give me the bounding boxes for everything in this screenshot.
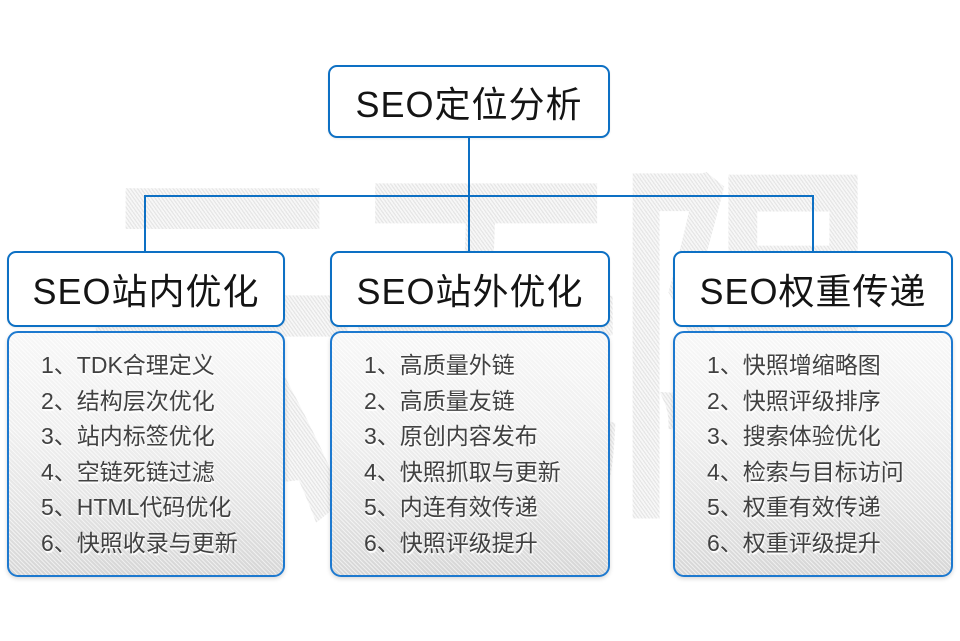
list-item: 4、快照抓取与更新 bbox=[364, 458, 561, 485]
list-item: 2、快照评级排序 bbox=[707, 387, 881, 414]
list-panel-onsite: 1、TDK合理定义 2、结构层次优化 3、站内标签优化 4、空链死链过滤 5、H… bbox=[7, 331, 285, 577]
list-item: 3、原创内容发布 bbox=[364, 423, 538, 450]
connector-middle-drop bbox=[468, 195, 470, 252]
connector-root-vertical bbox=[468, 138, 470, 196]
header-node-onsite: SEO站内优化 bbox=[7, 251, 285, 327]
root-node-seo-positioning: SEO定位分析 bbox=[328, 65, 610, 138]
list-item: 6、权重评级提升 bbox=[707, 529, 881, 556]
connector-right-drop bbox=[812, 195, 814, 252]
list-panel-offsite: 1、高质量外链 2、高质量友链 3、原创内容发布 4、快照抓取与更新 5、内连有… bbox=[330, 331, 610, 577]
connector-horizontal bbox=[144, 195, 814, 197]
header-node-offsite: SEO站外优化 bbox=[330, 251, 610, 327]
list-item: 3、站内标签优化 bbox=[41, 423, 215, 450]
list-panel-weight: 1、快照增缩略图 2、快照评级排序 3、搜索体验优化 4、检索与目标访问 5、权… bbox=[673, 331, 953, 577]
header-node-weight: SEO权重传递 bbox=[673, 251, 953, 327]
list-item: 2、结构层次优化 bbox=[41, 387, 215, 414]
header-offsite-label: SEO站外优化 bbox=[356, 271, 584, 312]
list-item: 2、高质量友链 bbox=[364, 387, 515, 414]
list-item: 4、空链死链过滤 bbox=[41, 458, 215, 485]
list-item: 6、快照收录与更新 bbox=[41, 529, 238, 556]
header-onsite-label: SEO站内优化 bbox=[32, 271, 260, 312]
list-item: 5、HTML代码优化 bbox=[41, 494, 232, 521]
connector-left-drop bbox=[144, 195, 146, 252]
header-weight-label: SEO权重传递 bbox=[699, 271, 927, 312]
list-item: 5、权重有效传递 bbox=[707, 494, 881, 521]
list-item: 1、快照增缩略图 bbox=[707, 352, 881, 378]
list-item: 1、TDK合理定义 bbox=[41, 352, 215, 378]
list-item: 1、高质量外链 bbox=[364, 352, 515, 378]
list-item: 5、内连有效传递 bbox=[364, 494, 538, 521]
root-node-title: SEO定位分析 bbox=[355, 83, 583, 125]
list-item: 6、快照评级提升 bbox=[364, 529, 538, 556]
list-item: 3、搜索体验优化 bbox=[707, 423, 881, 450]
list-item: 4、检索与目标访问 bbox=[707, 458, 904, 485]
